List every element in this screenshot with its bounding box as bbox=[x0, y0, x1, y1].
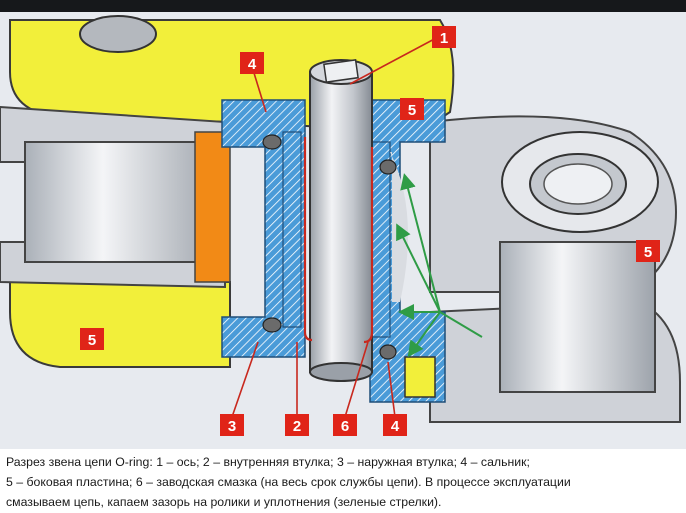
lubrication-arrows bbox=[396, 173, 483, 358]
pin bbox=[309, 71, 373, 373]
svg-text:3: 3 bbox=[228, 418, 236, 435]
caption-line-3: смазываем цепь, капаем зазорь на ролики … bbox=[6, 495, 442, 509]
left-lower-side-plate bbox=[9, 281, 231, 368]
svg-text:6: 6 bbox=[341, 418, 349, 435]
svg-text:5: 5 bbox=[88, 332, 96, 349]
factory-grease-line bbox=[303, 137, 374, 344]
chain-link-cross-section: 1 4 5 5 5 3 2 6 bbox=[0, 12, 686, 449]
label-5-center: 5 bbox=[400, 98, 424, 120]
svg-text:2: 2 bbox=[293, 418, 301, 435]
caption-line-1: Разрез звена цепи O-ring: 1 – ось; 2 – в… bbox=[6, 455, 530, 469]
o-ring-seal bbox=[262, 134, 282, 150]
svg-text:4: 4 bbox=[391, 418, 400, 435]
label-4-bottom: 4 bbox=[383, 414, 407, 436]
label-4-top: 4 bbox=[240, 52, 264, 74]
label-3: 3 bbox=[220, 414, 244, 436]
label-5-right: 5 bbox=[636, 240, 660, 262]
label-2: 2 bbox=[285, 414, 309, 436]
left-grease-orange bbox=[194, 131, 231, 283]
svg-text:5: 5 bbox=[644, 244, 652, 261]
o-ring-seal bbox=[379, 159, 397, 175]
svg-text:5: 5 bbox=[408, 102, 416, 119]
label-1: 1 bbox=[432, 26, 456, 48]
o-ring-seal bbox=[262, 317, 282, 333]
figure-caption: Разрез звена цепи O-ring: 1 – ось; 2 – в… bbox=[6, 452, 682, 513]
svg-text:1: 1 bbox=[440, 30, 448, 47]
top-dark-band bbox=[0, 0, 686, 12]
svg-text:4: 4 bbox=[248, 56, 257, 73]
caption-line-2: 5 – боковая пластина; 6 – заводская смаз… bbox=[6, 475, 571, 489]
label-5-left: 5 bbox=[80, 328, 104, 350]
inner-bushing-left bbox=[282, 131, 302, 328]
label-6: 6 bbox=[333, 414, 357, 436]
o-ring-seal bbox=[379, 344, 397, 360]
